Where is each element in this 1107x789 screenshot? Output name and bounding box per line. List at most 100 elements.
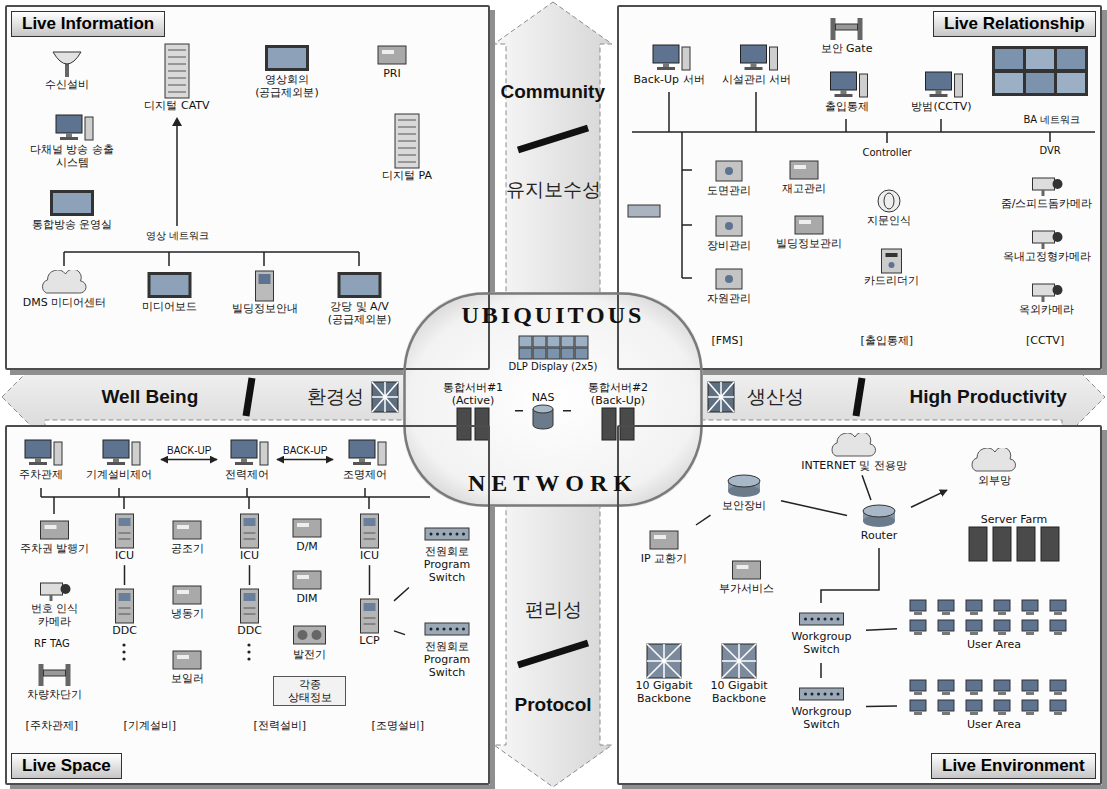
kiosk-shape [259,274,271,284]
cab-shape [244,608,256,609]
cab-shape [361,599,379,633]
switch-icon [408,618,486,640]
box-icon [283,516,331,540]
device-node: 10 Gigabit Backbone [704,642,774,706]
wall-shape [547,336,560,347]
device-caption: 번호 인식 카메라 [18,602,91,628]
connector [515,410,523,412]
cab-shape [119,533,131,534]
finger-icon [855,188,923,214]
camera-shape [1033,284,1055,296]
box-icon [770,158,838,182]
gate-icon [18,660,91,688]
cloud-shape [832,433,875,456]
label-holder: [출입통제] [861,333,914,348]
device-node: 자원관리 [694,265,764,306]
cab-icon [348,513,391,549]
box-shape [45,525,57,529]
users-shape [910,600,926,611]
device-caption: 도면관리 [695,184,763,197]
box-icon [283,568,331,592]
device-caption: Workgroup Switch [780,705,863,731]
users-shape [938,700,954,711]
switch-shape [430,628,433,631]
device-caption: 자원관리 [695,292,763,305]
device-caption: DDC [228,624,271,637]
users-shape [1050,600,1066,611]
rack-shape [168,78,186,79]
box-shape [790,161,818,179]
monitor-shape [260,442,268,465]
label-holder: [FMS] [712,334,743,347]
rack-shape [398,134,416,135]
label-holder: RF TAG [34,638,70,649]
box-icon [158,648,216,672]
group-caption: [주차관제] [26,718,79,733]
rack-shape [165,44,189,98]
device-caption: NAS [526,391,560,404]
device-node: ICU [102,512,147,563]
device-caption: 미디어보드 [128,300,211,313]
users-shape [938,680,954,691]
monitor-shape [231,440,257,458]
camera-shape [61,584,71,594]
rack-shape [168,85,186,86]
box-shape [794,165,806,169]
device-caption: 공조기 [158,542,216,555]
switch-shape [800,688,844,700]
switch-shape [436,533,439,536]
device-caption: 냉동기 [158,607,216,620]
ctrl-shape [725,167,733,175]
switch-shape [811,693,814,696]
screen-shape [53,193,91,213]
device-caption: DDC [103,624,146,637]
cab-icon [228,588,271,624]
cab-shape [116,514,134,548]
switch-shape [811,618,814,621]
video-wall-cell [1057,49,1085,69]
switch-shape [430,533,433,536]
camera-shape [1053,179,1063,189]
dish-shape [53,52,81,64]
device-node: 도면관리 [694,157,764,198]
bigswitch-icon [705,643,773,679]
box-shape [799,220,811,224]
device-caption: 통합서버#1 (Active) [434,381,512,407]
network-label: RF TAG [34,638,70,649]
connector [124,565,126,585]
label-holder: Protocol [515,694,592,716]
card-shape [886,253,898,257]
bus-line [64,120,359,266]
users-shape [1050,700,1066,711]
cloud-icon [18,270,111,296]
panel-ground [5,5,490,370]
monitor-shape [770,47,778,70]
device-node: 통합서버#1 (Active) [433,380,513,442]
monitor-shape [56,115,82,133]
wall-shape [533,348,546,359]
ctrl-icon [695,213,763,239]
cyl-shape [533,405,553,413]
panel-heading: Live Information [11,11,165,37]
ctrl-icon [695,158,763,184]
video-wall-cell [1057,73,1085,93]
cab-shape [361,514,379,548]
device-node: ICU [347,512,392,563]
users-icon [900,598,1088,638]
users-shape [998,632,1006,635]
device-caption: DIM [283,592,331,605]
box-shape [795,216,823,234]
users-shape [1050,620,1066,631]
switch-icon [780,683,863,705]
monitor-shape [926,72,952,90]
label-holder: [CCTV] [1026,334,1064,347]
device-node: Workgroup Switch [779,682,864,732]
device-node: 공조기 [157,517,217,556]
box-shape [737,565,749,569]
screen-shape [338,272,382,298]
cab-icon [348,598,391,634]
cab-shape [119,518,131,526]
group-caption: [출입통제] [861,333,914,348]
monitor-shape [653,45,679,63]
switch-icon [408,523,486,545]
